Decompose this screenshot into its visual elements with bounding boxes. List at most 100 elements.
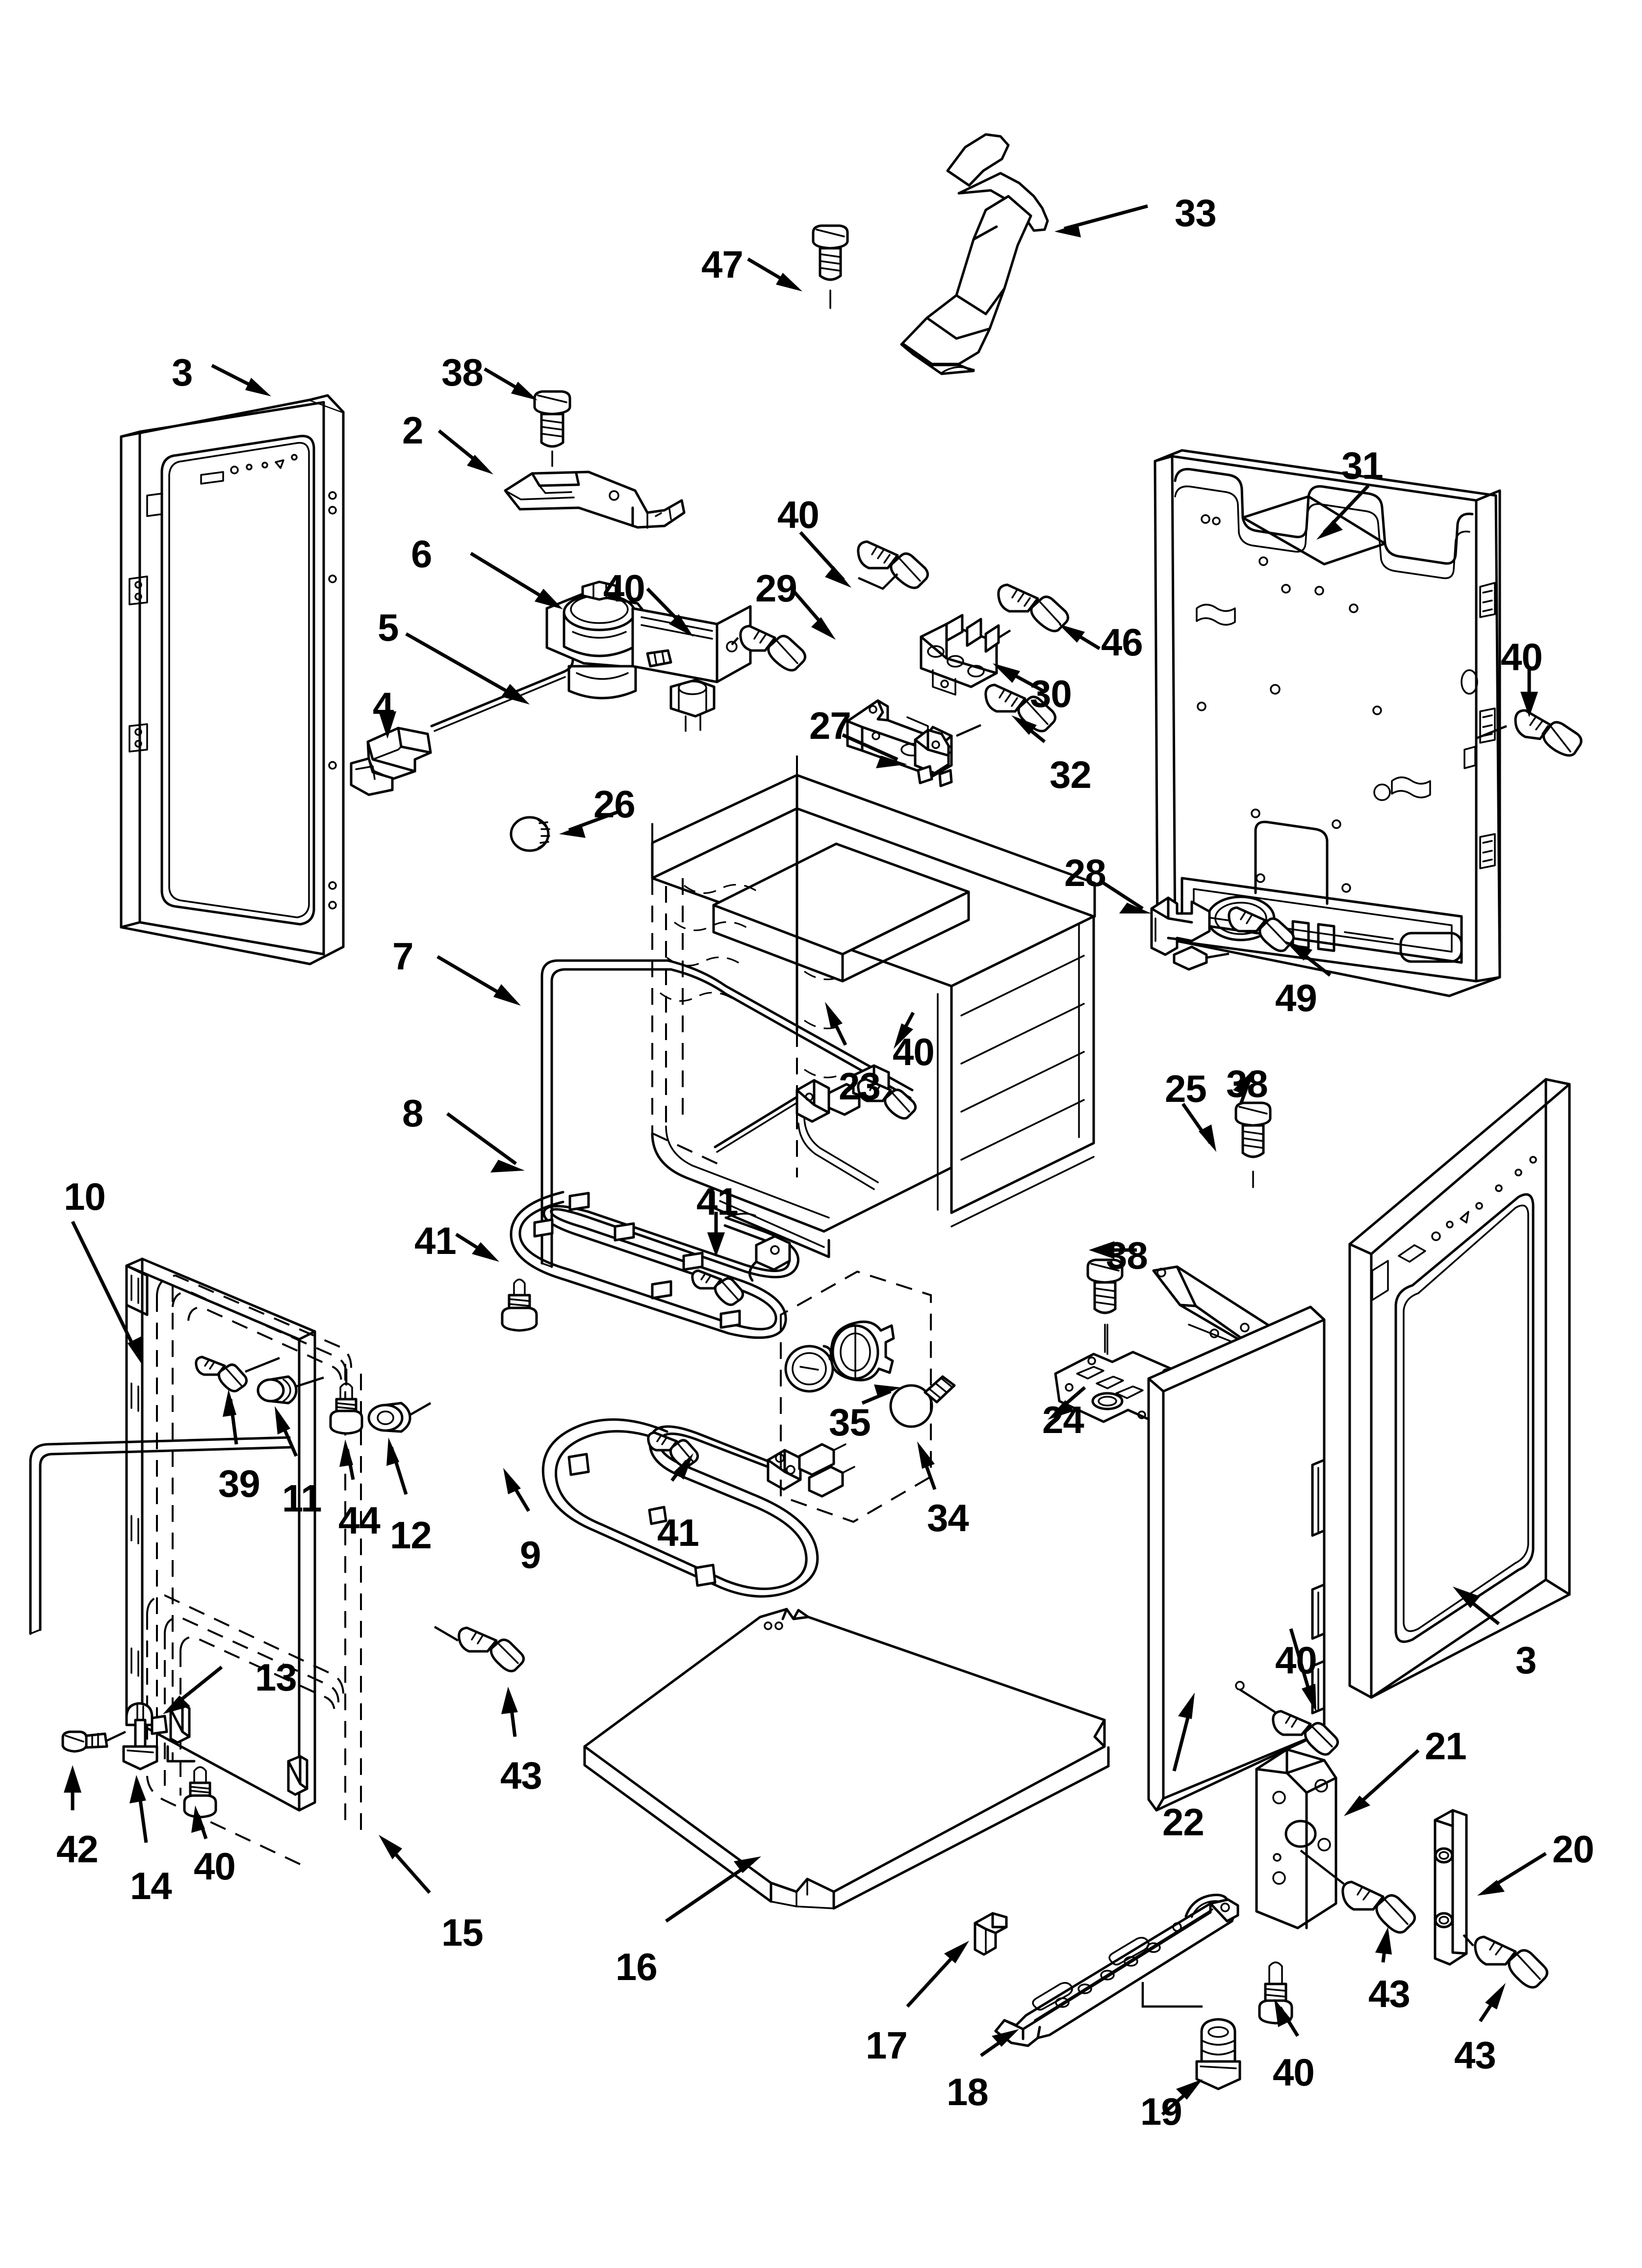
- leader-42: [64, 1765, 81, 1810]
- leader-6: [470, 552, 563, 609]
- leader-29: [790, 587, 836, 640]
- part-oven-thermostat: [545, 580, 752, 732]
- callout-43-b: 43: [1368, 1972, 1411, 2015]
- part-screw-47: [812, 224, 849, 309]
- callout-40-c: 40: [1501, 635, 1543, 678]
- part-spacer-bushing: [257, 1375, 324, 1405]
- leader-40-foot: [191, 1805, 208, 1840]
- callout-10: 10: [64, 1175, 106, 1218]
- part-screw-41-b: [501, 1278, 538, 1332]
- part-door-frame-left: [120, 394, 345, 965]
- callout-7: 7: [392, 935, 413, 978]
- callout-14: 14: [130, 1864, 172, 1907]
- callout-39: 39: [218, 1462, 260, 1505]
- part-door-seal-gasket: [29, 1436, 293, 1635]
- leader-47: [747, 257, 802, 291]
- part-anti-tip-bracket: [900, 133, 1049, 375]
- part-screw-39: [195, 1356, 280, 1393]
- part-drawer-slide-rail: [994, 1894, 1239, 2047]
- part-screw-49: [1228, 906, 1295, 952]
- part-screw-41-a: [691, 1269, 744, 1306]
- leader-26: [559, 810, 619, 838]
- leader-43-left: [501, 1687, 518, 1737]
- part-screw-40-term: [857, 540, 929, 590]
- callout-24: 24: [1042, 1398, 1084, 1441]
- callout-6: 6: [411, 532, 432, 575]
- callout-4: 4: [373, 684, 394, 728]
- callout-22: 22: [1162, 1800, 1205, 1844]
- part-screw-43-left: [434, 1626, 525, 1672]
- callout-27: 27: [809, 704, 851, 747]
- callout-49: 49: [1275, 976, 1317, 1019]
- callout-40-g: 40: [1273, 2051, 1315, 2094]
- callout-3-left: 3: [172, 351, 193, 394]
- callout-41-b: 41: [414, 1219, 457, 1262]
- part-door-frame-right: [1348, 1078, 1571, 1699]
- leader-24: [1048, 1386, 1086, 1420]
- part-screw-40-leg: [1258, 1961, 1293, 2025]
- part-capillary-tube: [430, 658, 574, 732]
- part-hole-plug: [510, 816, 550, 852]
- callout-16: 16: [616, 1945, 658, 1988]
- callout-44: 44: [338, 1499, 381, 1542]
- leader-27: [842, 733, 907, 768]
- callout-43-a: 43: [500, 1754, 542, 1797]
- leader-40-leg: [1274, 1999, 1299, 2037]
- leader-31: [1316, 484, 1370, 540]
- callout-18: 18: [947, 2070, 989, 2113]
- leader-3-right: [1453, 1587, 1500, 1625]
- leader-40-thermostat: [799, 531, 851, 588]
- part-screw-40-thermostat: [731, 625, 806, 672]
- callout-23: 23: [839, 1065, 881, 1108]
- leader-41-a: [707, 1212, 725, 1257]
- leader-40-rear: [1520, 667, 1538, 717]
- callout-5: 5: [378, 606, 399, 649]
- leader-16: [665, 1856, 761, 1923]
- callout-32: 32: [1050, 753, 1092, 796]
- leader-25: [1181, 1102, 1216, 1152]
- leader-11: [275, 1406, 298, 1457]
- leader-39: [223, 1389, 238, 1445]
- part-screw-43-mid: [1341, 1880, 1416, 1934]
- callout-38-b: 38: [1226, 1062, 1268, 1105]
- part-wire-retainer-clip: [914, 729, 953, 787]
- leader-21: [1344, 1749, 1420, 1816]
- callout-38-top: 38: [441, 351, 484, 394]
- part-door-liner-panel: [125, 1257, 362, 1865]
- leader-13: [163, 1666, 223, 1714]
- part-oven-lamp-assembly: [780, 1270, 956, 1523]
- callout-26: 26: [593, 782, 636, 826]
- callout-25: 25: [1165, 1067, 1207, 1110]
- leader-23: [825, 1002, 847, 1046]
- callout-8: 8: [402, 1092, 423, 1135]
- part-screw-38-top: [533, 390, 571, 467]
- leader-7: [436, 955, 521, 1006]
- part-screw-40-side: [1272, 1710, 1339, 1756]
- leader-18: [979, 2029, 1019, 2057]
- leader-46: [1058, 624, 1101, 650]
- leader-38-top: [484, 367, 538, 400]
- leader-15: [379, 1835, 431, 1894]
- callout-28: 28: [1064, 851, 1106, 894]
- callout-20: 20: [1552, 1827, 1594, 1871]
- callout-46: 46: [1101, 621, 1143, 664]
- leader-41-b: [455, 1233, 499, 1262]
- part-oven-bottom-panel: [583, 1608, 1110, 1910]
- callout-40-e: 40: [1275, 1639, 1317, 1682]
- leader-28: [1103, 882, 1152, 913]
- part-rack-guide-rod: [540, 959, 914, 1268]
- part-screw-38-c: [1086, 1258, 1124, 1353]
- part-side-panel: [1147, 1305, 1326, 1812]
- part-push-nut: [367, 1402, 432, 1433]
- callout-40-b: 40: [603, 567, 645, 610]
- part-screw-40-foot: [183, 1766, 217, 1819]
- callout-35: 35: [829, 1401, 871, 1444]
- callout-41-c: 41: [657, 1511, 699, 1554]
- leader-9: [503, 1468, 531, 1512]
- leader-49: [1285, 941, 1332, 977]
- leader-2: [437, 429, 493, 474]
- callout-38-c: 38: [1106, 1234, 1148, 1277]
- leader-22: [1172, 1693, 1195, 1772]
- part-screw-44: [329, 1369, 363, 1435]
